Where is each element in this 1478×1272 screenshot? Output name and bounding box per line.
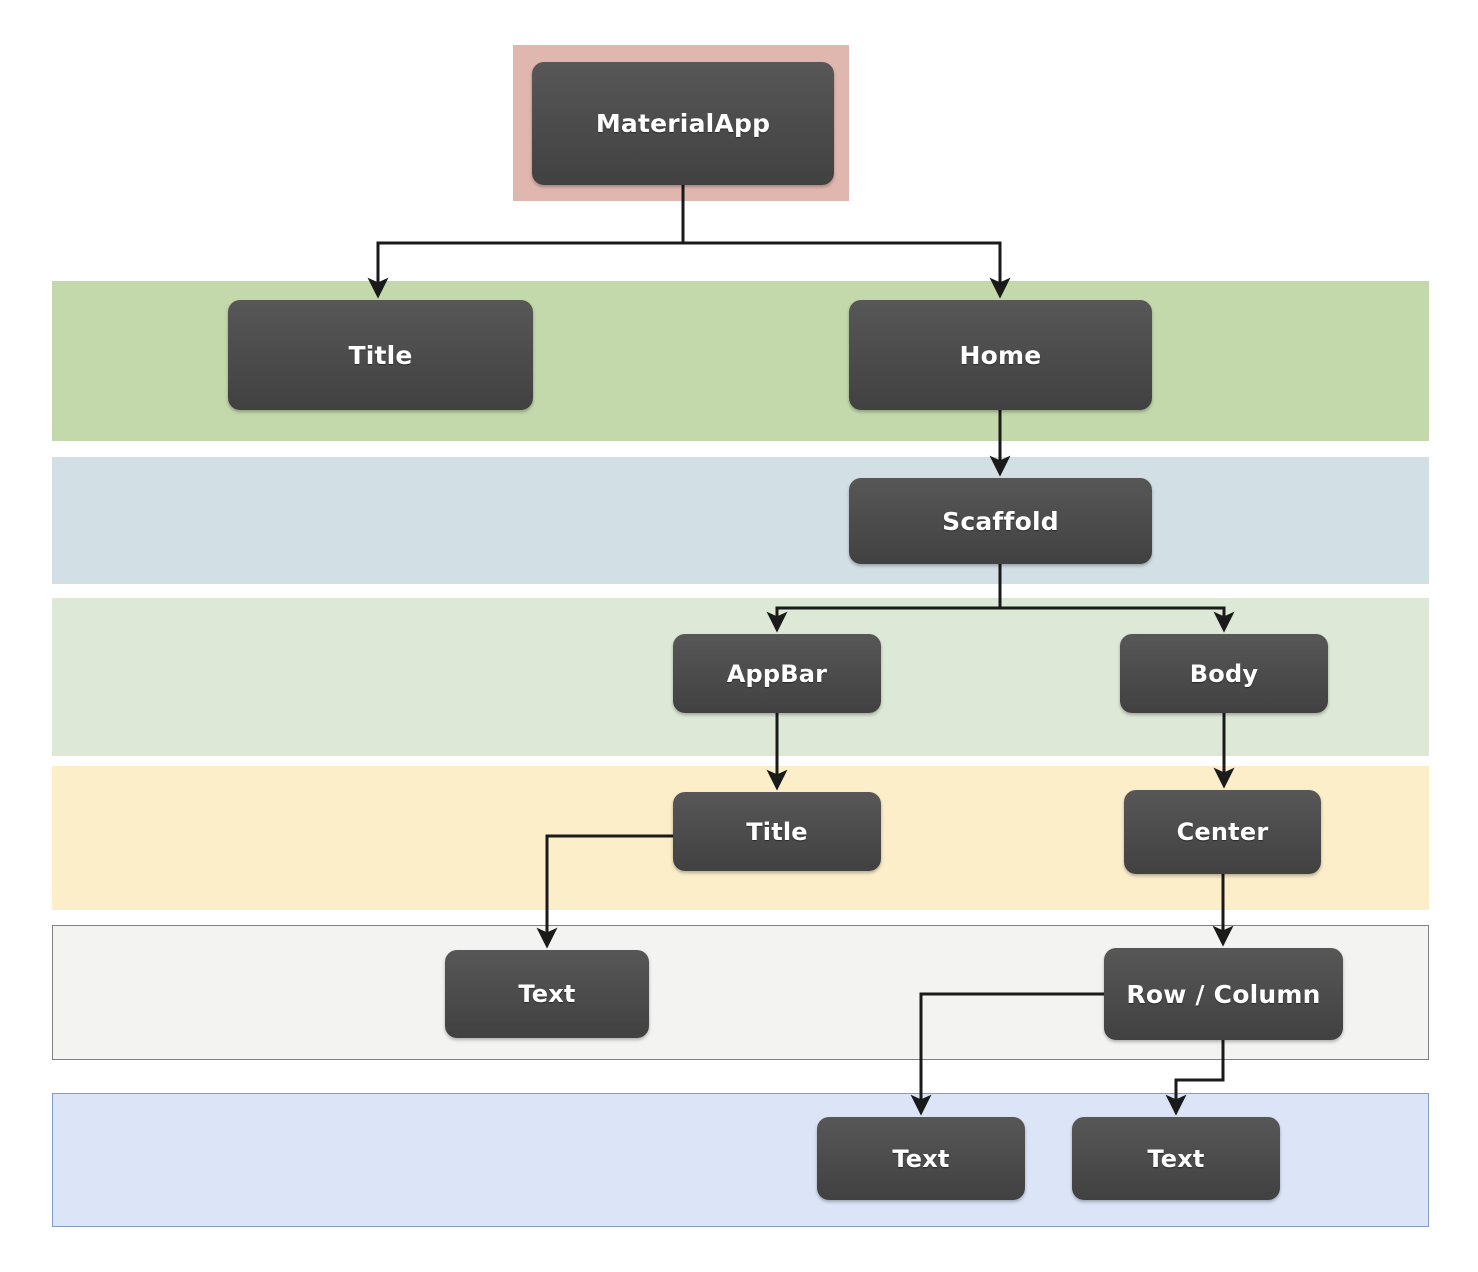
edge-materialapp-title (367, 185, 685, 299)
node-label-scaffold: Scaffold (942, 506, 1059, 536)
node-home[interactable]: Home (849, 300, 1152, 410)
node-title-appbar[interactable]: Title (673, 792, 881, 871)
node-center[interactable]: Center (1124, 790, 1321, 874)
band-level-2 (52, 457, 1429, 584)
node-text-appbar[interactable]: Text (445, 950, 649, 1038)
node-appbar[interactable]: AppBar (673, 634, 881, 713)
node-scaffold[interactable]: Scaffold (849, 478, 1152, 564)
node-text-left[interactable]: Text (817, 1117, 1025, 1200)
node-label-appbar: AppBar (726, 659, 828, 688)
node-body[interactable]: Body (1120, 634, 1328, 713)
node-text-right[interactable]: Text (1072, 1117, 1280, 1200)
edge-materialapp-home (681, 185, 1011, 299)
node-rowcolumn[interactable]: Row / Column (1104, 948, 1343, 1040)
node-label-text-appbar: Text (518, 980, 576, 1008)
node-label-home: Home (959, 340, 1042, 370)
node-label-body: Body (1189, 659, 1259, 688)
node-label-rowcolumn: Row / Column (1126, 979, 1321, 1009)
node-materialapp[interactable]: MaterialApp (532, 62, 834, 185)
node-label-text-left: Text (892, 1144, 950, 1173)
node-title-top[interactable]: Title (228, 300, 533, 410)
node-label-text-right: Text (1147, 1144, 1205, 1173)
node-label-title-top: Title (348, 340, 413, 370)
node-label-materialapp: MaterialApp (595, 109, 771, 138)
node-label-center: Center (1176, 818, 1269, 846)
node-label-title-appbar: Title (746, 817, 808, 846)
